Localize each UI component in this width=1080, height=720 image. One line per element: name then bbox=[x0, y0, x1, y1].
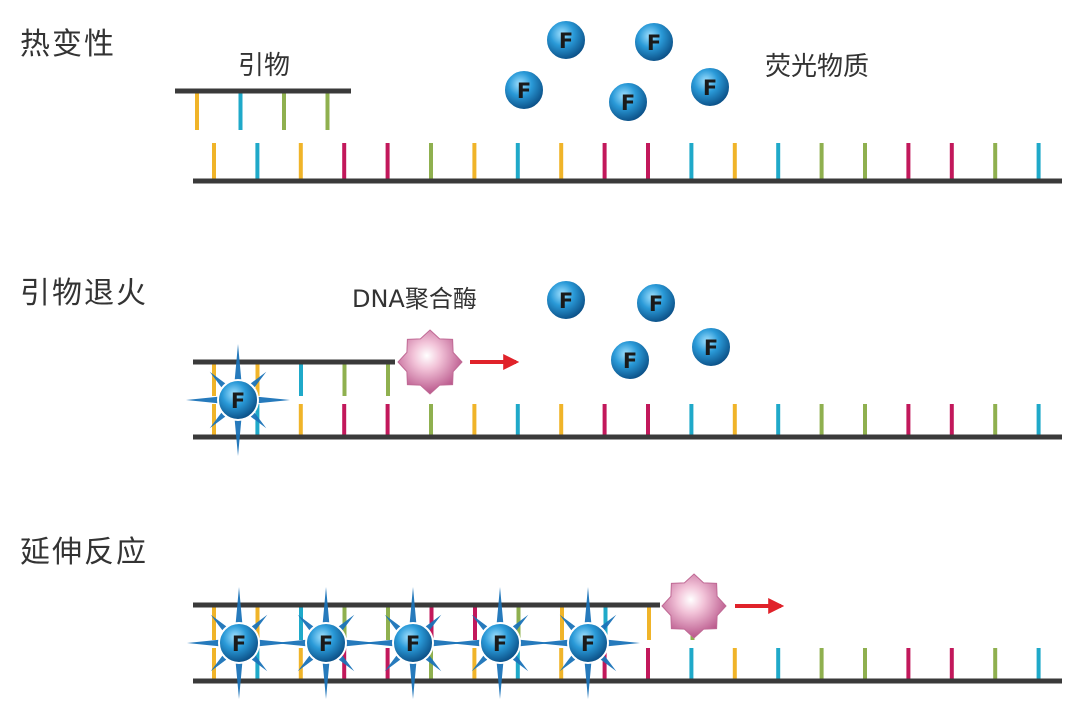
primer-bases bbox=[212, 362, 390, 396]
fluorophore-symbol: F bbox=[704, 336, 718, 360]
fluorophore-symbol: F bbox=[406, 632, 420, 656]
fluorophore-symbol: F bbox=[231, 389, 245, 413]
fluorophore: F bbox=[607, 81, 649, 123]
dna-polymerase bbox=[661, 573, 727, 639]
fluorophore-symbol: F bbox=[647, 31, 661, 55]
fluorophore-symbol: F bbox=[621, 91, 635, 115]
stage-extension: 延伸反应 F F F F F bbox=[20, 535, 1062, 699]
fluorophore-symbol: F bbox=[623, 349, 637, 373]
fluorophore-symbol: F bbox=[559, 289, 573, 313]
fluorescence-burst: F bbox=[274, 587, 378, 699]
fluorophore: F bbox=[217, 379, 259, 421]
fluorophore: F bbox=[545, 19, 587, 61]
fluorophore-symbol: F bbox=[232, 632, 246, 656]
extended-strand-bases bbox=[212, 605, 695, 640]
fluorophore-symbol: F bbox=[703, 76, 717, 100]
fluorophore-symbol: F bbox=[493, 632, 507, 656]
stage-label-annealing: 引物退火 bbox=[20, 276, 148, 311]
fluorophore: F bbox=[218, 622, 260, 664]
fluorescent-substance-label: 荧光物质 bbox=[765, 52, 869, 82]
fluorophore: F bbox=[689, 66, 731, 108]
stage-annealing: 引物退火 DNA聚合酶 F F F F F bbox=[20, 276, 1062, 456]
free-fluorophores: F F F F F bbox=[503, 19, 731, 123]
fluorescence-burst: F bbox=[448, 587, 552, 699]
stage-denaturation: 热变性 引物 荧光物质 F F F F F bbox=[20, 19, 1062, 184]
dna-polymerase-label: DNA聚合酶 bbox=[352, 285, 477, 313]
dna-polymerase bbox=[397, 329, 463, 395]
polymerase-shape bbox=[661, 573, 727, 639]
fluorophore-symbol: F bbox=[581, 632, 595, 656]
fluorophore: F bbox=[503, 69, 545, 111]
template-bases bbox=[212, 648, 1041, 681]
fluorophore: F bbox=[305, 622, 347, 664]
fluorophore: F bbox=[479, 622, 521, 664]
free-fluorophores: F F F F bbox=[545, 279, 732, 381]
fluorophore: F bbox=[567, 622, 609, 664]
fluorophore-symbol: F bbox=[559, 29, 573, 53]
primer-label: 引物 bbox=[238, 51, 290, 81]
fluorophore: F bbox=[392, 622, 434, 664]
fluorophore: F bbox=[635, 282, 677, 324]
fluorophore-symbol: F bbox=[319, 632, 333, 656]
released-fluorophores: F bbox=[186, 344, 290, 456]
fluorescence-burst: F bbox=[186, 344, 290, 456]
fluorescence-burst: F bbox=[361, 587, 465, 699]
fluorophore: F bbox=[609, 339, 651, 381]
stage-label-extension: 延伸反应 bbox=[20, 535, 148, 570]
fluorophore: F bbox=[545, 279, 587, 321]
fluorophore-symbol: F bbox=[649, 292, 663, 316]
template-bases bbox=[212, 404, 1041, 437]
fluorescence-burst: F bbox=[187, 587, 291, 699]
primer-bases bbox=[195, 91, 330, 130]
fluorophore: F bbox=[633, 21, 675, 63]
fluorophore: F bbox=[690, 326, 732, 368]
fluorophore-symbol: F bbox=[517, 79, 531, 103]
template-bases bbox=[212, 143, 1041, 181]
fluorescence-burst: F bbox=[536, 587, 640, 699]
stage-label-denaturation: 热变性 bbox=[20, 27, 116, 62]
polymerase-shape bbox=[397, 329, 463, 395]
